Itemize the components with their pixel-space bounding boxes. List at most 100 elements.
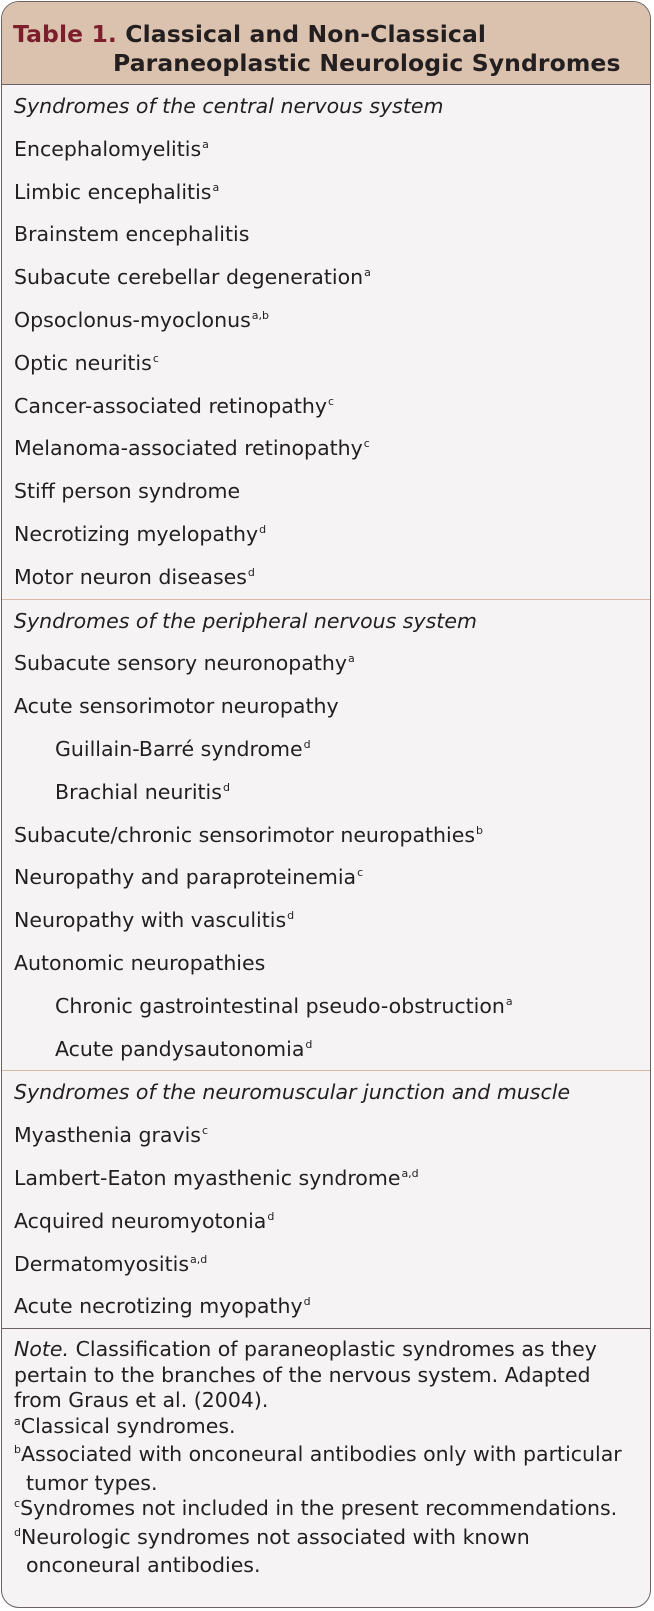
footnote-marker: a: [505, 994, 513, 1008]
table-title-continued: Paraneoplastic Neurologic Syndromes: [113, 49, 621, 77]
table-label: Table 1.: [13, 20, 117, 48]
footnote-marker: d: [267, 1209, 275, 1223]
syndrome-row: Autonomic neuropathies: [2, 942, 650, 985]
footnote-text: Syndromes not included in the present re…: [20, 1496, 618, 1521]
footnote: aClassical syndromes.: [14, 1414, 638, 1443]
syndrome-name: Opsoclonus-myoclonus: [14, 307, 251, 332]
footnote-mark: d: [14, 1525, 21, 1539]
syndrome-name: Stiff person syndrome: [14, 479, 241, 504]
syndrome-name: Necrotizing myelopathy: [14, 521, 259, 546]
footnote-marker: a,b: [251, 308, 269, 322]
note-text: Classification of paraneoplastic syndrom…: [14, 1337, 597, 1413]
footnote-mark: a: [14, 1414, 21, 1428]
syndrome-name: Neuropathy and paraproteinemia: [14, 865, 357, 890]
footnote-marker: d: [287, 909, 295, 923]
syndrome-name: Acute necrotizing myopathy: [14, 1294, 303, 1319]
footnote: cSyndromes not included in the present r…: [14, 1496, 638, 1525]
syndrome-row: Cancer-associated retinopathyc: [2, 385, 650, 428]
syndrome-row: Opsoclonus-myoclonusa,b: [2, 299, 650, 342]
footnote-marker: d: [303, 1295, 311, 1309]
syndrome-row: Acute sensorimotor neuropathy: [2, 685, 650, 728]
syndrome-name: Autonomic neuropathies: [14, 950, 266, 975]
footnote-marker: c: [201, 1124, 209, 1138]
syndrome-name: Brachial neuritis: [55, 779, 222, 804]
footnote-marker: c: [363, 437, 370, 451]
syndrome-row: Melanoma-associated retinopathyc: [2, 427, 650, 470]
syndrome-name: Melanoma-associated retinopathy: [14, 436, 363, 461]
syndrome-name: Motor neuron diseases: [14, 564, 247, 589]
section-heading: Syndromes of the neuromuscular junction …: [14, 1080, 571, 1105]
footnote-mark: c: [14, 1497, 21, 1511]
syndrome-row: Acute pandysautonomiad: [2, 1028, 650, 1071]
footnote-text: Classical syndromes.: [20, 1413, 236, 1438]
table-header: Table 1. Classical and Non-Classical Par…: [2, 2, 650, 85]
syndrome-row: Acute necrotizing myopathyd: [2, 1285, 650, 1328]
footnote-marker: a: [348, 652, 355, 666]
syndrome-name: Limbic encephalitis: [14, 179, 212, 204]
footnote-marker: c: [152, 351, 159, 365]
footnote-text: Associated with onconeural antibodies on…: [20, 1442, 622, 1495]
syndrome-row: Neuropathy with vasculitisd: [2, 899, 650, 942]
footnote-text: Neurologic syndromes not associated with…: [20, 1524, 530, 1578]
syndrome-row: Subacute cerebellar degenerationa: [2, 256, 650, 299]
syndrome-name: Acute sensorimotor neuropathy: [14, 694, 339, 719]
syndrome-row: Neuropathy and paraproteinemiac: [2, 856, 650, 899]
syndrome-row: Motor neuron diseasesd: [2, 556, 650, 599]
syndrome-name: Subacute sensory neuronopathy: [14, 651, 347, 676]
syndrome-name: Acquired neuromyotonia: [14, 1208, 267, 1233]
syndrome-name: Encephalomyelitis: [14, 136, 202, 161]
note-label: Note.: [14, 1337, 70, 1362]
footnote-mark: b: [14, 1443, 21, 1457]
syndrome-row: Limbic encephalitisa: [2, 171, 650, 214]
syndrome-section: Syndromes of the neuromuscular junction …: [2, 1071, 650, 1328]
footnote-marker: a,d: [190, 1252, 208, 1266]
syndrome-name: Dermatomyositis: [14, 1251, 190, 1276]
syndrome-name: Subacute/chronic sensorimotor neuropathi…: [14, 822, 476, 847]
syndrome-row: Brainstem encephalitis: [2, 213, 650, 256]
table-title-line-2: Paraneoplastic Neurologic Syndromes: [113, 49, 621, 77]
syndrome-section: Syndromes of the peripheral nervous syst…: [2, 600, 650, 1072]
syndrome-name: Optic neuritis: [14, 350, 152, 375]
footnote-marker: a: [202, 137, 209, 151]
syndrome-row: Subacute/chronic sensorimotor neuropathi…: [2, 814, 650, 857]
syndrome-name: Brainstem encephalitis: [14, 222, 250, 247]
syndrome-row: Myasthenia gravisc: [2, 1114, 650, 1157]
syndrome-name: Cancer-associated retinopathy: [14, 393, 328, 418]
syndrome-row: Stiff person syndrome: [2, 470, 650, 513]
footnote-marker: a,d: [401, 1166, 419, 1180]
footnote-marker: d: [222, 780, 230, 794]
footnote-marker: d: [305, 1037, 313, 1051]
footnote-list: aClassical syndromes.bAssociated with on…: [14, 1414, 638, 1579]
footnote-marker: d: [247, 565, 255, 579]
syndrome-name: Chronic gastrointestinal pseudo-obstruct…: [55, 993, 505, 1018]
syndrome-row: Lambert-Eaton myasthenic syndromea,d: [2, 1157, 650, 1200]
section-heading: Syndromes of the central nervous system: [14, 94, 444, 118]
syndrome-row: Guillain-Barré syndromed: [2, 728, 650, 771]
syndrome-row: Dermatomyositisa,d: [2, 1243, 650, 1286]
table-title-line-1: Table 1. Classical and Non-Classical: [13, 20, 486, 48]
footnote-marker: c: [328, 394, 335, 408]
syndrome-row: Encephalomyelitisa: [2, 128, 650, 171]
syndrome-row: Chronic gastrointestinal pseudo-obstruct…: [2, 985, 650, 1028]
syndrome-row: Subacute sensory neuronopathya: [2, 642, 650, 685]
syndrome-name: Lambert-Eaton myasthenic syndrome: [14, 1165, 401, 1190]
table-notes: Note. Classification of paraneoplastic s…: [2, 1328, 650, 1579]
syndrome-row: Necrotizing myelopathyd: [2, 513, 650, 556]
footnote: bAssociated with onconeural antibodies o…: [14, 1442, 638, 1496]
syndrome-row: Acquired neuromyotoniad: [2, 1200, 650, 1243]
syndrome-name: Myasthenia gravis: [14, 1123, 201, 1148]
note-paragraph: Note. Classification of paraneoplastic s…: [14, 1337, 638, 1414]
syndrome-row: Brachial neuritisd: [2, 771, 650, 814]
table-title: Classical and Non-Classical: [125, 20, 487, 48]
footnote-marker: a: [212, 180, 220, 194]
footnote-marker: c: [357, 866, 364, 880]
footnote-marker: d: [303, 737, 311, 751]
footnote: dNeurologic syndromes not associated wit…: [14, 1525, 638, 1579]
syndrome-name: Guillain-Barré syndrome: [55, 736, 303, 761]
footnote-marker: a: [364, 266, 371, 280]
footnote-marker: d: [259, 522, 267, 536]
syndrome-name: Neuropathy with vasculitis: [14, 908, 287, 933]
